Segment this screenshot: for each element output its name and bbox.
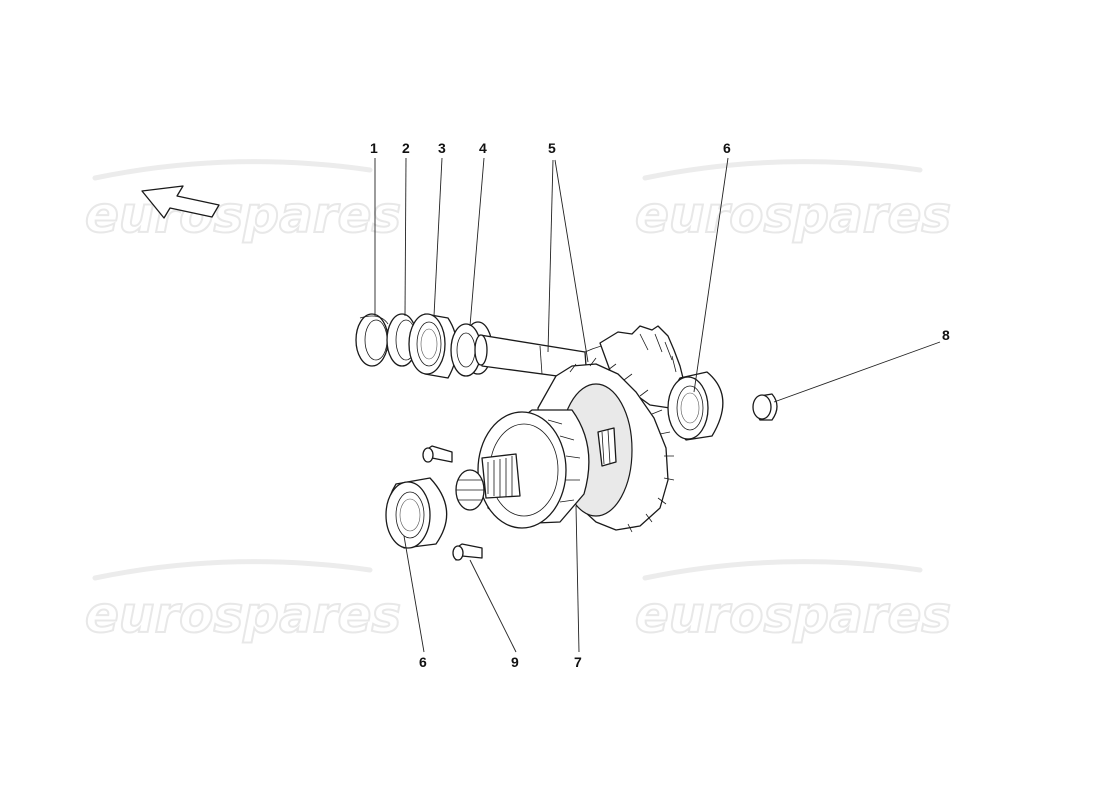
watermark-bottom-left: eurospares [84,559,402,645]
callout-8: 8 [942,327,950,343]
watermark-bottom-right: eurospares [634,559,952,645]
bearing-left-part [385,477,448,549]
leader-lines [374,157,941,653]
callout-7: 7 [574,654,582,670]
watermark-top-right: eurospares [634,159,952,245]
bearing-part [408,313,458,379]
callout-6-top: 6 [723,140,731,156]
callout-2: 2 [402,140,410,156]
direction-arrow-icon [141,185,220,219]
watermark-text: eurospares [635,586,951,644]
differential-housing-part [455,409,617,529]
watermark-text: eurospares [85,186,401,244]
callouts: 1 2 3 4 5 6 6 7 8 9 [370,140,950,670]
callout-1: 1 [370,140,378,156]
bearing-right-part [667,371,724,441]
watermark-text: eurospares [635,186,951,244]
callout-3: 3 [438,140,446,156]
callout-9: 9 [511,654,519,670]
bolt-upper-part [422,445,453,463]
watermark-text: eurospares [85,586,401,644]
bolt-lower-part [452,543,483,561]
callout-4: 4 [479,140,487,156]
callout-5: 5 [548,140,556,156]
watermark-top-left: eurospares [84,159,402,245]
plug-cap-part [752,393,778,421]
callout-6-bottom: 6 [419,654,427,670]
seal-ring-part [355,313,389,367]
